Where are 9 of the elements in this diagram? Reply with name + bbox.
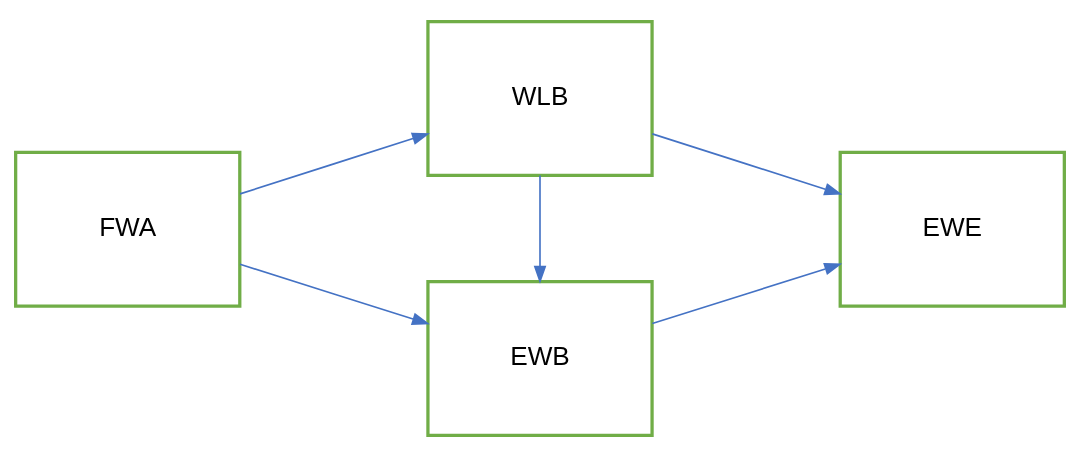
arrow bbox=[651, 262, 843, 324]
node-box: EWB bbox=[426, 279, 654, 437]
node-box: EWE bbox=[838, 150, 1066, 308]
arrow bbox=[239, 132, 430, 195]
arrow bbox=[533, 174, 547, 284]
arrow bbox=[239, 263, 430, 325]
arrow bbox=[651, 132, 843, 195]
node-box: FWA bbox=[14, 150, 242, 308]
node-box: WLB bbox=[426, 19, 654, 177]
